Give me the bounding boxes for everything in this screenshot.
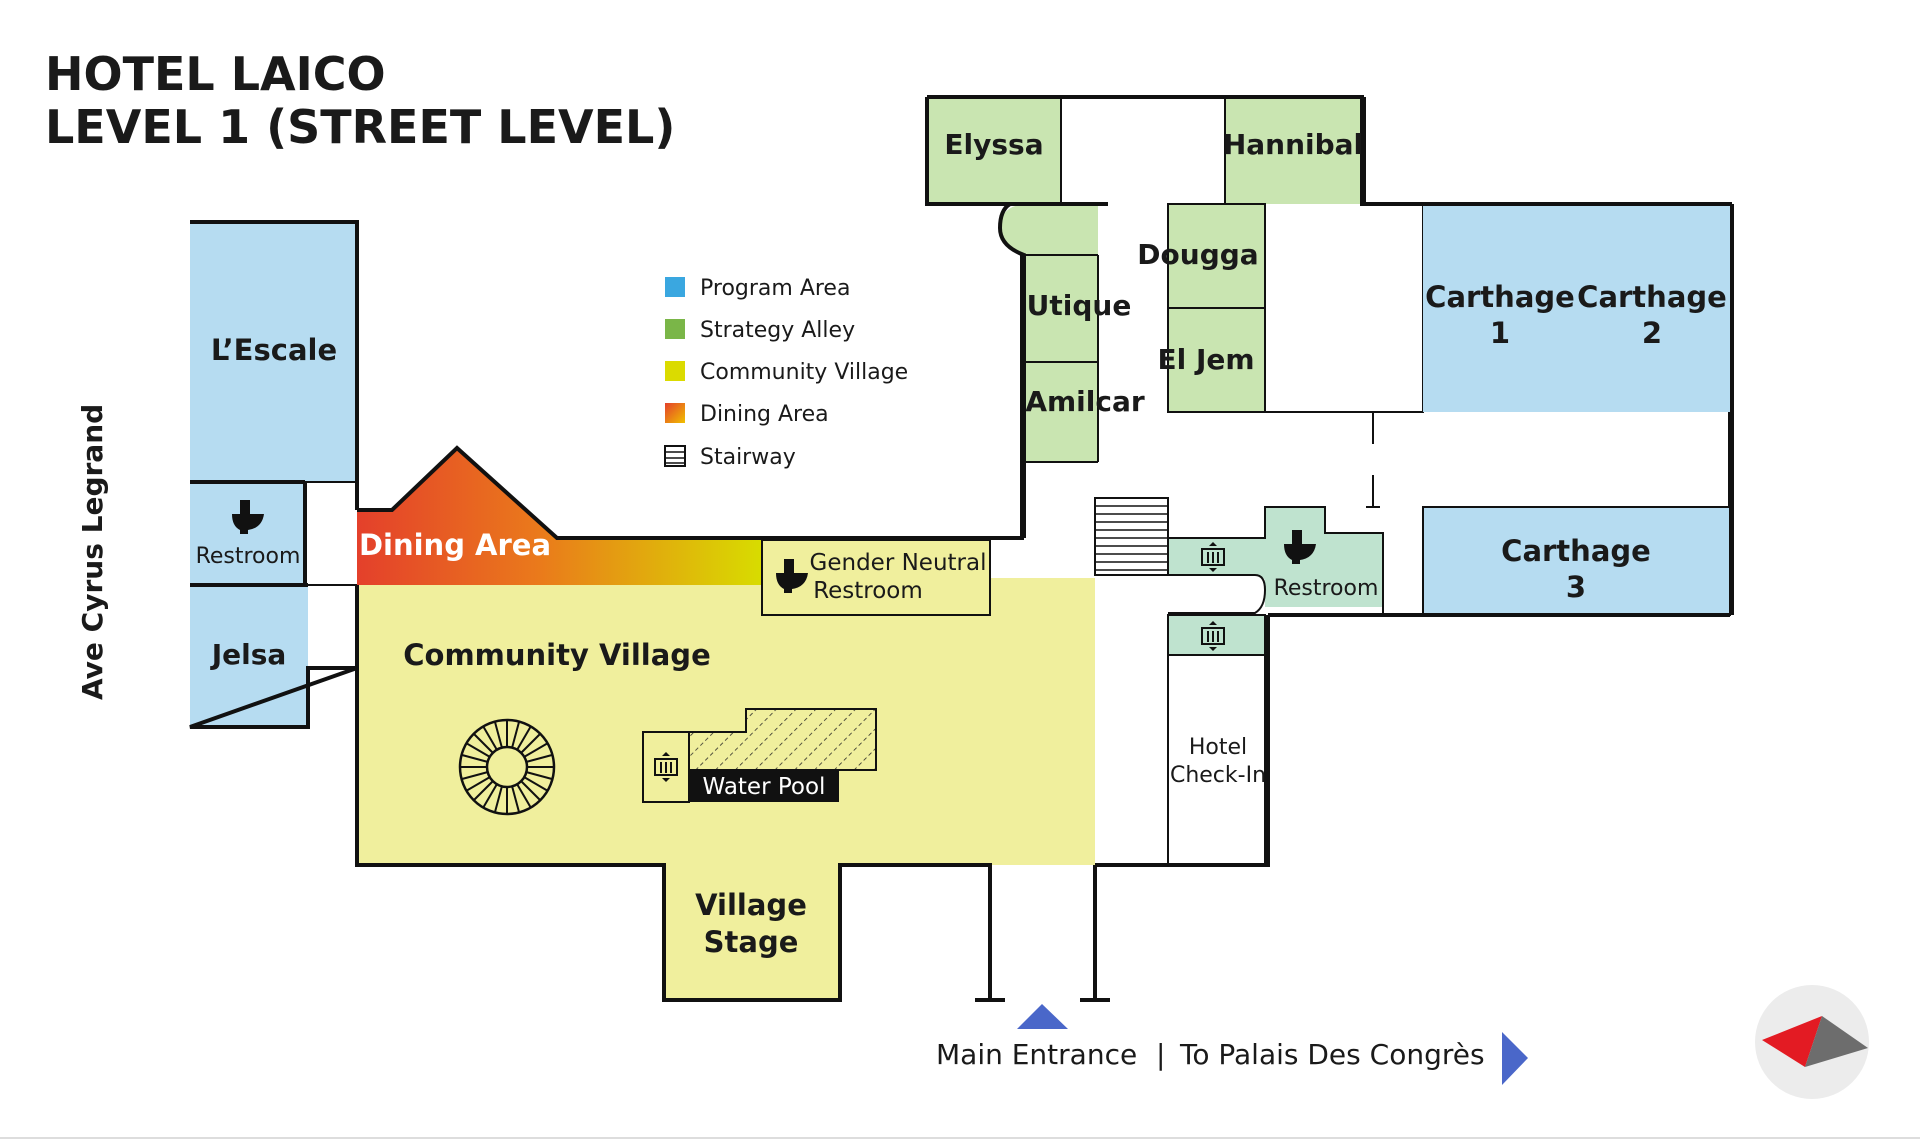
legend-village: Community Village [700,360,908,385]
label-jelsa: Jelsa [210,638,287,671]
to-palais-label: To Palais Des Congrès [1179,1038,1485,1071]
legend-stairway: Stairway [700,445,796,470]
room-dougga [1168,204,1265,308]
legend-strategy: Strategy Alley [700,318,855,343]
label-utique: Utique [1027,289,1132,322]
map-title-line1: HOTEL LAICO [45,47,386,101]
restroom-icon [232,500,264,534]
label-carthage-1a: Carthage [1425,280,1575,314]
label-carthage-1b: 1 [1490,316,1510,350]
label-restroom-left: Restroom [196,544,301,569]
water-pool-label-bg [689,770,839,802]
label-water-pool: Water Pool [703,774,826,800]
restroom-icon-right [1284,530,1316,564]
room-el-jem [1168,308,1265,412]
elevator-box-upper [1168,538,1265,575]
label-restroom-right: Restroom [1274,576,1379,601]
label-carthage-3b: 3 [1566,570,1586,604]
legend-swatch-program [665,277,685,297]
map-title-line2: LEVEL 1 (STREET LEVEL) [45,100,675,154]
room-restroom-right [1168,507,1383,607]
label-carthage-2a: Carthage [1577,280,1727,314]
spiral-staircase-icon [458,718,556,816]
central-walls [355,95,1362,1002]
room-utique [1000,204,1098,362]
label-carthage-2b: 2 [1642,316,1662,350]
room-carthage-1 [1423,206,1575,412]
arrow-right-icon [1502,1032,1528,1085]
label-carthage-3a: Carthage [1501,534,1651,568]
left-wing-walls [189,220,359,729]
legend-program: Program Area [700,276,850,301]
stairway-block [1094,497,1169,576]
legend-swatch-strategy [665,319,685,339]
label-gender-neutral-2: Restroom [813,578,923,604]
label-el-jem: El Jem [1157,343,1254,376]
street-label: Ave Cyrus Legrand [76,404,109,700]
logo-icon [1755,985,1869,1099]
room-carthage-2 [1575,206,1730,412]
restroom-icon-gender-neutral [776,559,808,593]
dining-area [357,448,762,585]
room-carthage-3 [1423,507,1730,615]
legend: Program Area Strategy Alley Community Vi… [664,276,908,470]
room-amilcar [1025,362,1098,462]
label-checkin-1: Hotel [1189,735,1247,760]
elevator-icon-upper [1201,542,1225,572]
legend-dining: Dining Area [700,402,829,427]
elevator-icon-lower [1201,621,1225,651]
stairway-icon [664,445,686,467]
room-elyssa [927,97,1061,204]
label-hannibal: Hannibal [1223,128,1363,161]
label-elyssa: Elyssa [944,128,1043,161]
room-jelsa [190,585,308,727]
legend-swatch-village [665,361,685,381]
label-community-village: Community Village [403,638,711,672]
legend-swatch-dining [665,403,685,423]
room-lescale [190,222,357,482]
label-village-stage-2: Stage [704,925,799,959]
footer-separator: | [1156,1038,1165,1071]
main-entrance-label: Main Entrance [936,1038,1137,1071]
label-amilcar: Amilcar [1025,385,1145,418]
label-checkin-2: Check-In [1170,763,1266,788]
village-strip [990,578,1095,865]
label-dining: Dining Area [359,528,551,562]
room-hannibal [1225,97,1361,204]
elevator-icon [654,752,678,782]
arrow-up-icon [1017,1004,1068,1029]
label-village-stage-1: Village [695,888,807,922]
elevator-box-lower [1168,615,1265,655]
label-lescale: L’Escale [211,333,337,367]
label-dougga: Dougga [1137,238,1258,271]
label-gender-neutral-1: Gender Neutral [810,550,987,576]
